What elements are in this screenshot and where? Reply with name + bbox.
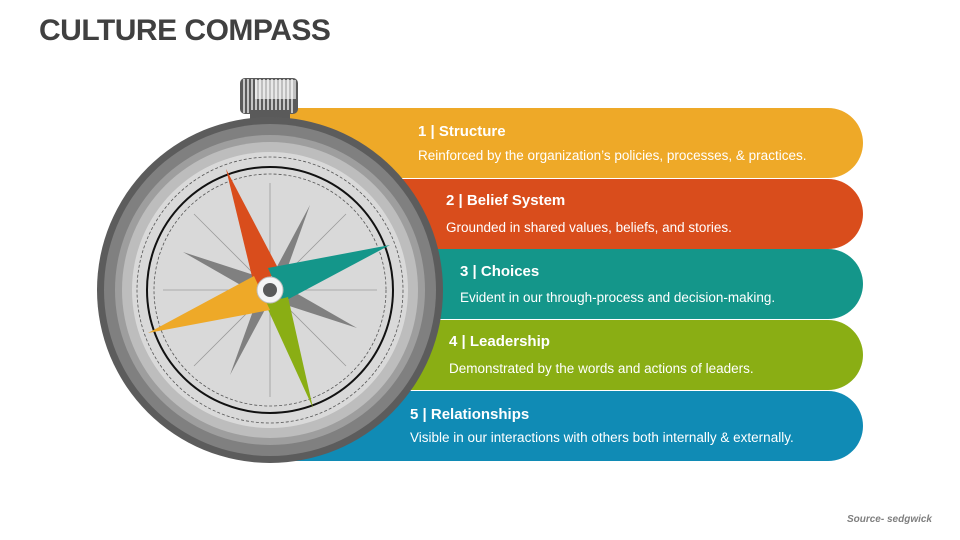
item-description: Grounded in shared values, beliefs, and … bbox=[446, 220, 732, 235]
item-heading: 4 | Leadership bbox=[449, 333, 550, 350]
item-heading: 3 | Choices bbox=[460, 263, 540, 280]
page-title: CULTURE COMPASS bbox=[39, 14, 331, 47]
item-description: Demonstrated by the words and actions of… bbox=[449, 361, 754, 376]
item-description: Visible in our interactions with others … bbox=[410, 430, 794, 445]
compass-needles bbox=[148, 169, 390, 408]
item-heading: 1 | Structure bbox=[418, 123, 506, 140]
item-description: Evident in our through-process and decis… bbox=[460, 290, 776, 305]
source-caption: Source- sedgwick bbox=[846, 514, 932, 525]
item-description: Reinforced by the organization’s policie… bbox=[418, 148, 807, 163]
item-heading: 5 | Relationships bbox=[410, 406, 530, 423]
item-heading: 2 | Belief System bbox=[446, 192, 566, 209]
